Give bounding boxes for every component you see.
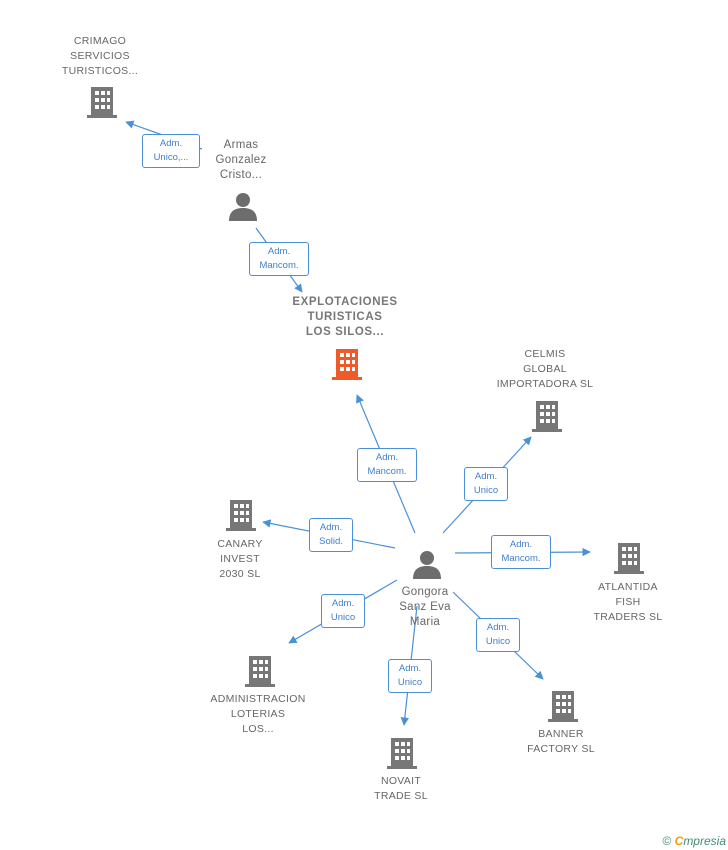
edge-role-text: Adm.	[486, 622, 510, 633]
person-icon[interactable]	[229, 193, 257, 221]
node-label-line: TURISTICAS	[307, 311, 383, 323]
edge-role-text: Mancom.	[501, 553, 541, 564]
edge-role-label[interactable]: Adm. Unico,...	[142, 134, 200, 168]
edge-role-text: Adm.	[398, 663, 422, 674]
node-label-line: IMPORTADORA SL	[496, 378, 594, 390]
building-icon[interactable]	[226, 500, 256, 531]
building-icon[interactable]	[548, 691, 578, 722]
edge-role-text: Adm.	[319, 522, 343, 533]
edge-role-text: Adm.	[375, 452, 399, 463]
edge-role-label[interactable]: Adm. Unico	[321, 594, 365, 628]
node-label-line: TRADE SL	[374, 790, 428, 802]
node-label-line: FACTORY SL	[527, 743, 595, 755]
edge-role-label[interactable]: Adm. Mancom.	[249, 242, 309, 276]
node-label[interactable]: NOVAIT TRADE SL	[374, 774, 428, 804]
node-label-line: SERVICIOS	[70, 50, 130, 62]
node-label-line: TURISTICOS...	[61, 65, 139, 77]
edge-role-label[interactable]: Adm. Unico	[388, 659, 432, 693]
edge-role-text: Adm.	[159, 138, 183, 149]
node-label-line: 2030 SL	[219, 568, 261, 580]
node-label[interactable]: ADMINISTRACION LOTERIAS LOS...	[210, 692, 305, 737]
edge-role-label[interactable]: Adm. Unico	[464, 467, 508, 501]
node-label[interactable]: CRIMAGO SERVICIOS TURISTICOS...	[62, 34, 138, 79]
edge-role-label[interactable]: Adm. Unico	[476, 618, 520, 652]
node-label-line: Gonzalez	[215, 154, 267, 166]
edge-role-text: Unico	[397, 677, 423, 688]
building-icon[interactable]	[87, 87, 117, 118]
node-label[interactable]: BANNER FACTORY SL	[527, 727, 595, 757]
node-label-line: Gongora	[401, 586, 449, 598]
edge-role-text: Unico	[485, 636, 511, 647]
edge-role-label[interactable]: Adm. Solid.	[309, 518, 353, 552]
edge-role-label[interactable]: Adm. Mancom.	[491, 535, 551, 569]
edge-role-text: Adm.	[267, 246, 291, 257]
copyright-symbol: ©	[662, 834, 672, 848]
empresia-watermark: © Cmpresia	[662, 834, 726, 848]
person-icon[interactable]	[413, 551, 441, 579]
node-label[interactable]: CELMIS GLOBAL IMPORTADORA SL	[497, 347, 594, 392]
edge-role-text: Solid.	[319, 536, 343, 547]
edge-role-text: Mancom.	[259, 260, 299, 271]
building-icon[interactable]	[245, 656, 275, 687]
node-label[interactable]: EXPLOTACIONES TURISTICAS LOS SILOS...	[292, 295, 397, 340]
node-label-line: NOVAIT	[380, 775, 422, 787]
building-icon[interactable]	[387, 738, 417, 769]
node-label-line: Cristo...	[219, 169, 263, 181]
node-label-line: EXPLOTACIONES	[292, 296, 398, 308]
edge-role-text: Adm.	[474, 471, 498, 482]
brand-name: mpresia	[683, 834, 726, 848]
edge-role-text: Unico,...	[153, 152, 189, 163]
building-icon[interactable]	[332, 349, 362, 380]
node-label-line: LOS SILOS...	[305, 326, 385, 338]
node-label[interactable]: ATLANTIDA FISH TRADERS SL	[594, 580, 663, 625]
node-label-line: LOTERIAS	[230, 708, 286, 720]
node-label-line: Sanz Eva	[399, 601, 451, 613]
node-label-line: CRIMAGO	[73, 35, 127, 47]
node-label-line: GLOBAL	[523, 363, 567, 375]
edge-role-text: Mancom.	[367, 466, 407, 477]
edge-role-text: Adm.	[509, 539, 533, 550]
brand-initial: C	[674, 834, 684, 848]
building-icon[interactable]	[532, 401, 562, 432]
node-label-line: INVEST	[220, 553, 260, 565]
node-label-line: ADMINISTRACION	[210, 693, 306, 705]
node-label-line: FISH	[615, 596, 641, 608]
building-icon[interactable]	[614, 543, 644, 574]
node-label-line: Maria	[409, 616, 441, 628]
node-label[interactable]: CANARY INVEST 2030 SL	[217, 537, 262, 582]
node-label-line: CANARY	[217, 538, 263, 550]
node-label-line: LOS...	[242, 723, 274, 735]
edge-role-text: Unico	[330, 612, 356, 623]
node-label-line: ATLANTIDA	[598, 581, 658, 593]
node-label-line: CELMIS	[524, 348, 566, 360]
edge-role-text: Unico	[473, 485, 499, 496]
node-label-line: Armas	[223, 139, 259, 151]
edge-role-label[interactable]: Adm. Mancom.	[357, 448, 417, 482]
edge-role-text: Adm.	[331, 598, 355, 609]
node-label-line: BANNER	[538, 728, 584, 740]
node-label-line: TRADERS SL	[593, 611, 663, 623]
